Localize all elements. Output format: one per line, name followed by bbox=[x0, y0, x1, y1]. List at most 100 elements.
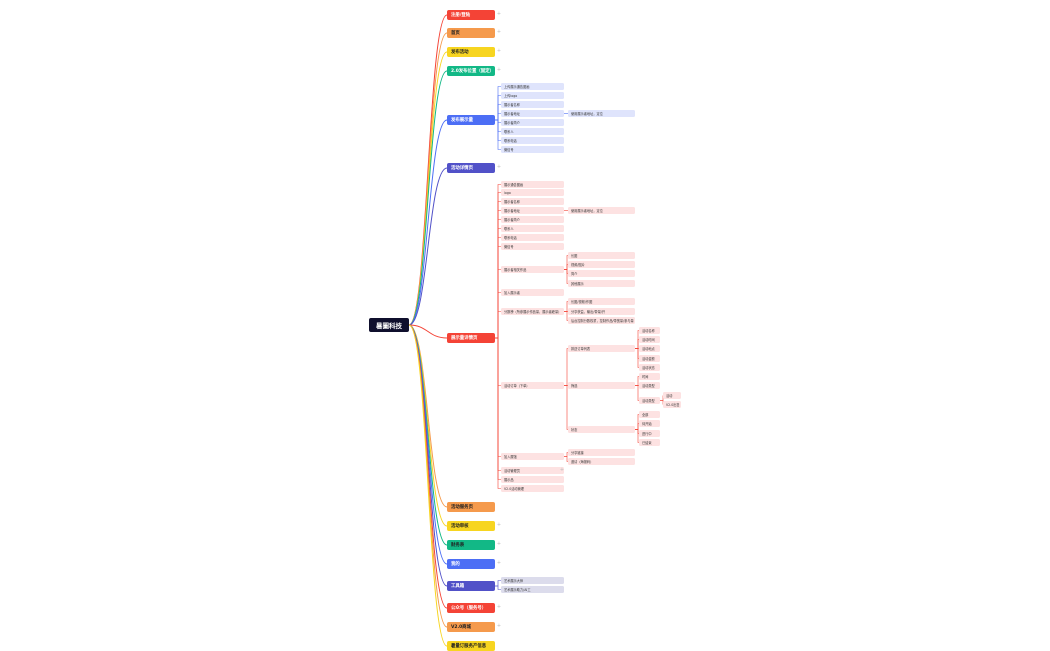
branch-node[interactable]: 暑量订服务产信息 bbox=[447, 641, 495, 651]
sub-node[interactable]: 活动状态 bbox=[639, 364, 660, 371]
branch-node[interactable]: 注册/登陆 bbox=[447, 10, 495, 20]
branch-node[interactable]: 活动详情页 bbox=[447, 163, 495, 173]
sub-node[interactable]: 展示者相关作品 bbox=[501, 266, 564, 273]
sub-node[interactable]: 长图 bbox=[568, 252, 635, 259]
connector-line bbox=[408, 70, 448, 326]
branch-node[interactable]: 公众号（服务号） bbox=[447, 603, 495, 613]
node-label: 2.0发布位置（固定） bbox=[451, 69, 494, 74]
connector-line bbox=[495, 337, 501, 489]
sub-node[interactable]: 展示者地址 bbox=[501, 110, 564, 117]
node-label: 活动审核 bbox=[451, 524, 469, 529]
sub-node[interactable]: 状态 bbox=[568, 426, 635, 433]
sub-node[interactable]: 活动订单（下单） bbox=[501, 382, 564, 389]
expand-handle-icon[interactable]: + bbox=[559, 467, 565, 473]
sub-node[interactable]: 邀请（海报码） bbox=[568, 458, 635, 465]
connector-line bbox=[408, 324, 448, 609]
sub-node[interactable]: 加入展示者 bbox=[501, 289, 564, 296]
connector-line bbox=[635, 385, 639, 401]
connector-line bbox=[408, 324, 448, 546]
branch-node[interactable]: 活动服务页 bbox=[447, 502, 495, 512]
expand-handle-icon[interactable]: + bbox=[496, 11, 502, 17]
sub-node[interactable]: 展示者名称 bbox=[501, 101, 564, 108]
sub-node[interactable]: 联系人 bbox=[501, 225, 564, 232]
sub-node[interactable]: 微信号 bbox=[501, 243, 564, 250]
node-label: 展示者名称 bbox=[504, 103, 520, 107]
expand-handle-icon[interactable]: + bbox=[496, 48, 502, 54]
connector-line bbox=[495, 311, 501, 339]
sub-node[interactable]: 其他展示 bbox=[568, 280, 635, 287]
sub-node[interactable]: logo bbox=[501, 189, 564, 196]
sub-node[interactable]: 上传展示通告图画 bbox=[501, 83, 564, 90]
branch-node[interactable]: 2.0发布位置（固定） bbox=[447, 66, 495, 76]
branch-node[interactable]: 财务表 bbox=[447, 540, 495, 550]
expand-handle-icon[interactable]: + bbox=[496, 522, 502, 528]
sub-node[interactable]: 活动地点 bbox=[639, 345, 660, 352]
branch-node[interactable]: 发布展示量 bbox=[447, 115, 495, 125]
sub-node[interactable]: 进行中 bbox=[639, 430, 660, 437]
sub-node[interactable]: 已结束 bbox=[639, 439, 660, 446]
sub-node[interactable]: 长图/视频/作图 bbox=[568, 298, 635, 305]
sub-node[interactable]: 活动 bbox=[663, 392, 681, 399]
sub-node[interactable]: 联系电话 bbox=[501, 137, 564, 144]
sub-node[interactable]: 展示者名称 bbox=[501, 198, 564, 205]
sub-node[interactable]: 排送订单列表 bbox=[568, 345, 635, 352]
expand-handle-icon[interactable]: + bbox=[496, 560, 502, 566]
node-label: 上传展示通告图画 bbox=[504, 85, 530, 89]
expand-handle-icon[interactable]: + bbox=[496, 623, 502, 629]
sub-node[interactable]: 简介 bbox=[568, 270, 635, 277]
branch-node[interactable]: 展示量详情页 bbox=[447, 333, 495, 343]
sub-node[interactable]: 展示者简介 bbox=[501, 119, 564, 126]
sub-node[interactable]: 艺术展示大师 bbox=[501, 577, 564, 584]
sub-node[interactable]: 上传logo bbox=[501, 92, 564, 99]
sub-node[interactable]: 展示品 bbox=[501, 476, 564, 483]
branch-node[interactable]: 首页 bbox=[447, 28, 495, 38]
branch-node[interactable]: V2.0商城 bbox=[447, 622, 495, 632]
branch-node[interactable]: 我的 bbox=[447, 559, 495, 569]
sub-node[interactable]: 活动类型 bbox=[639, 397, 660, 404]
node-label: 活动服务页 bbox=[451, 505, 473, 510]
sub-node[interactable]: 分享链接 bbox=[568, 449, 635, 456]
sub-node[interactable]: 活动时间 bbox=[639, 336, 660, 343]
expand-handle-icon[interactable]: + bbox=[496, 29, 502, 35]
expand-handle-icon[interactable]: + bbox=[496, 67, 502, 73]
sub-node[interactable]: 联系人 bbox=[501, 128, 564, 135]
sub-node[interactable]: 分数榜（所参展示作品量，展示者峰量） bbox=[501, 308, 564, 315]
sub-node[interactable]: 联系电话 bbox=[501, 234, 564, 241]
sub-node[interactable]: 筛选 bbox=[568, 382, 635, 389]
sub-node[interactable]: V2.0出售 bbox=[663, 401, 681, 408]
expand-handle-icon[interactable]: + bbox=[496, 164, 502, 170]
sub-node[interactable]: 展示者地址 bbox=[501, 207, 564, 214]
sub-node[interactable]: 全部 bbox=[639, 411, 660, 418]
sub-node[interactable]: 视频/图片 bbox=[568, 261, 635, 268]
node-label: 微信号 bbox=[504, 148, 514, 152]
sub-node[interactable]: 使用展示者地址，定位 bbox=[568, 207, 635, 214]
sub-node[interactable]: V2.0活动管理 bbox=[501, 485, 564, 492]
sub-node[interactable]: 时间 bbox=[639, 373, 660, 380]
branch-node[interactable]: 发布活动 bbox=[447, 47, 495, 57]
sub-node[interactable]: 分享获益，输出/带量/开 bbox=[568, 308, 635, 315]
expand-handle-icon[interactable]: + bbox=[496, 541, 502, 547]
sub-node[interactable]: 加入展馆 bbox=[501, 453, 564, 460]
expand-handle-icon[interactable]: + bbox=[496, 604, 502, 610]
sub-node[interactable]: 展示通告图画 bbox=[501, 181, 564, 188]
node-label: 分享获益，输出/带量/开 bbox=[571, 310, 606, 314]
sub-node[interactable]: 后台控制分数权重，控制作品/带宽量/参与量 bbox=[568, 317, 635, 324]
node-label: 微信号 bbox=[504, 245, 514, 249]
sub-node[interactable]: 使用展示者地址，定位 bbox=[568, 110, 635, 117]
root-node[interactable]: 暑圖科技 bbox=[369, 318, 409, 332]
branch-node[interactable]: 活动审核 bbox=[447, 521, 495, 531]
node-label: 首页 bbox=[451, 31, 460, 36]
sub-node[interactable]: 艺术展示助力/AI工 bbox=[501, 586, 564, 593]
branch-node[interactable]: 工具箱 bbox=[447, 581, 495, 591]
sub-node[interactable]: 活动金额 bbox=[639, 355, 660, 362]
connector-line bbox=[408, 51, 448, 326]
sub-node[interactable]: 展示者简介 bbox=[501, 216, 564, 223]
connector-line bbox=[564, 456, 568, 462]
sub-node[interactable]: 活动名称 bbox=[639, 327, 660, 334]
sub-node[interactable]: 活动管理员 bbox=[501, 467, 564, 474]
sub-node[interactable]: 微信号 bbox=[501, 146, 564, 153]
connector-line bbox=[408, 324, 448, 628]
sub-node[interactable]: 待开始 bbox=[639, 420, 660, 427]
sub-node[interactable]: 活动类型 bbox=[639, 382, 660, 389]
